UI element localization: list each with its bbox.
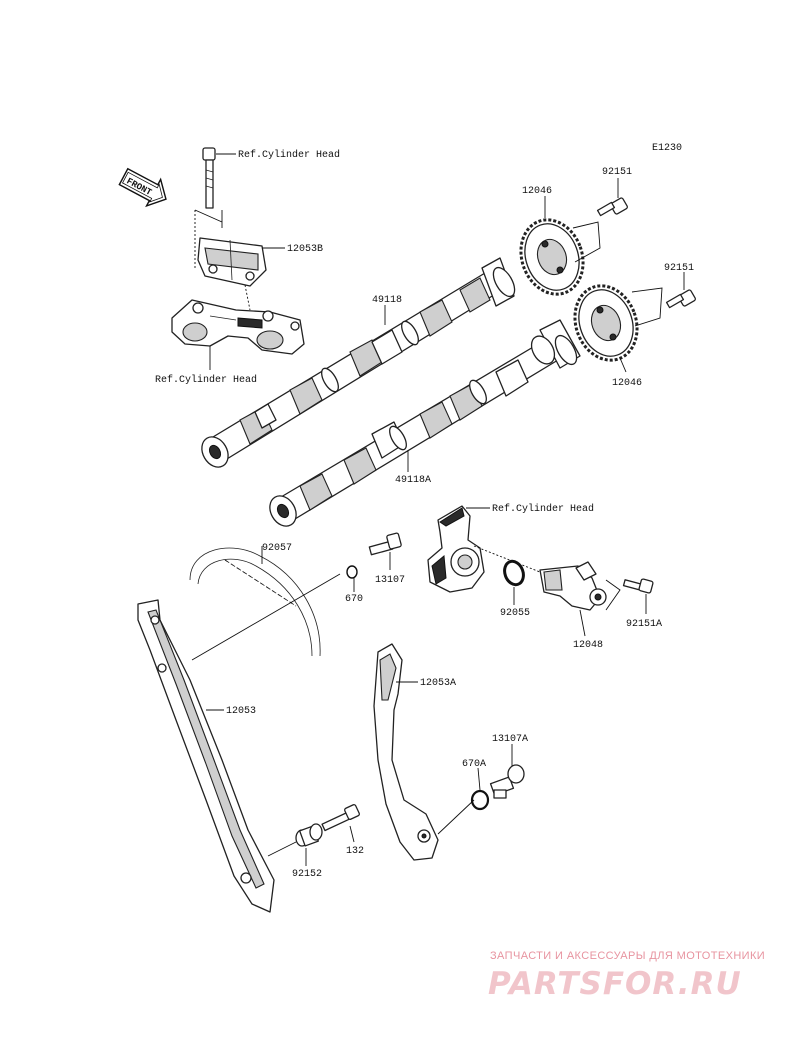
part-label-12053A: 12053A xyxy=(420,678,456,689)
part-label-92151-right: 92151 xyxy=(664,263,694,274)
collar-92152 xyxy=(295,823,323,847)
part-label-49118: 49118 xyxy=(372,295,402,306)
part-label-670: 670 xyxy=(345,594,363,605)
part-label-12053: 12053 xyxy=(226,706,256,717)
chain-guide-12053 xyxy=(137,599,275,913)
tensioner-housing xyxy=(427,505,485,593)
part-label-92151-top: 92151 xyxy=(602,167,632,178)
part-label-12046-top: 12046 xyxy=(522,186,552,197)
part-label-92057: 92057 xyxy=(262,543,292,554)
part-label-92055: 92055 xyxy=(500,608,530,619)
ref-cylinder-head-mid: Ref.Cylinder Head xyxy=(155,374,257,386)
timing-chain-92057 xyxy=(189,547,321,657)
sprocket-bolt-92151-right xyxy=(665,289,696,309)
guide-bolt-132 xyxy=(321,804,360,832)
part-label-12046-right: 12046 xyxy=(612,378,642,389)
part-label-13107: 13107 xyxy=(375,575,405,586)
chain-guide-12053A xyxy=(373,643,439,861)
guide-bolt-13107 xyxy=(368,532,402,556)
washer-670A xyxy=(470,789,490,811)
part-label-13107A: 13107A xyxy=(492,734,528,745)
cam-sprocket-12046-top xyxy=(519,218,585,296)
part-label-92152: 92152 xyxy=(292,869,322,880)
front-arrow-icon: FRONT xyxy=(118,167,167,208)
part-label-92151A: 92151A xyxy=(626,619,662,630)
chain-tensioner-12048 xyxy=(539,561,607,611)
watermark-logo: PARTSFOR.RU xyxy=(488,966,742,1002)
part-label-670A: 670A xyxy=(462,759,486,770)
part-label-132: 132 xyxy=(346,846,364,857)
part-label-49118A: 49118A xyxy=(395,475,431,486)
cylinder-head-bolt xyxy=(202,147,216,209)
part-label-12048: 12048 xyxy=(573,640,603,651)
chain-guide-bracket-12053B xyxy=(197,237,267,287)
tensioner-bolt-92151A xyxy=(622,578,654,594)
ref-cylinder-head-tensioner: Ref.Cylinder Head xyxy=(492,503,594,515)
camshaft-cap-holder xyxy=(171,299,305,355)
guide-bolt-13107A xyxy=(489,764,525,799)
part-label-12053B: 12053B xyxy=(287,244,323,255)
sprocket-bolt-92151-top xyxy=(596,197,628,217)
o-ring-92055 xyxy=(503,559,525,587)
camshaft-49118A xyxy=(269,319,581,527)
cam-sprocket-12046-right xyxy=(573,284,639,362)
watermark-caption: ЗАПЧАСТИ И АКСЕССУАРЫ ДЛЯ МОТОТЕХНИКИ xyxy=(490,950,766,962)
camshaft-49118 xyxy=(201,257,516,468)
diagram-code: E1230 xyxy=(652,143,682,154)
washer-670 xyxy=(346,565,358,579)
ref-cylinder-head-top: Ref.Cylinder Head xyxy=(238,149,340,161)
